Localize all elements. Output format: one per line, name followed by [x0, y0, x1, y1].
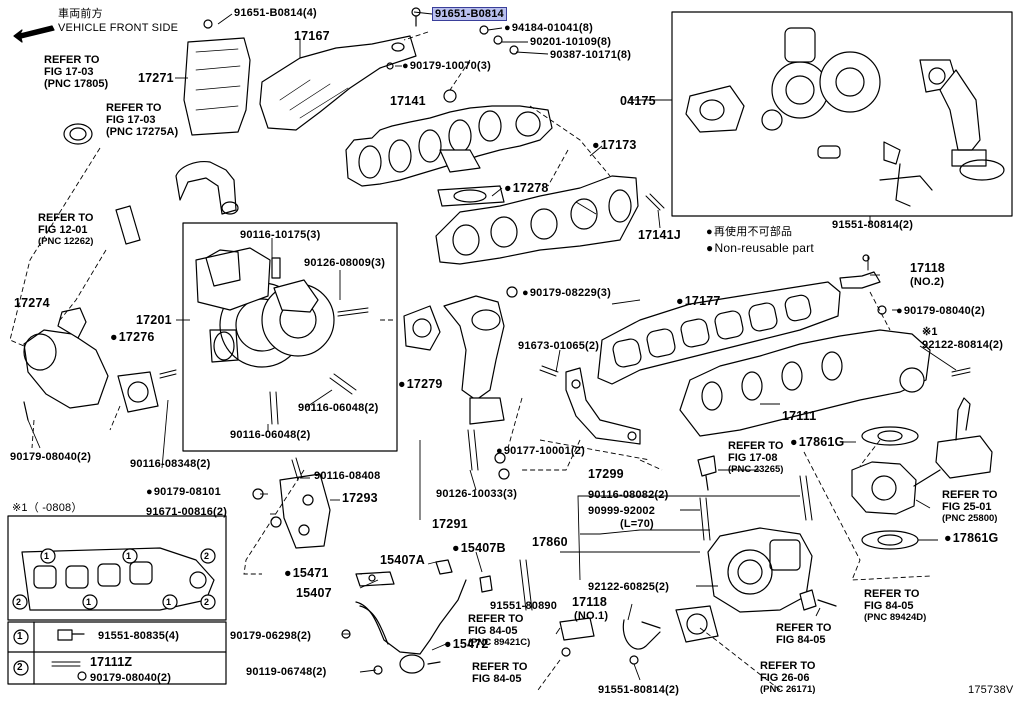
circle-number: 1 — [86, 597, 92, 607]
part-label[interactable]: 17860 — [532, 535, 568, 549]
part-label[interactable]: 17111Z — [90, 655, 133, 669]
part-label[interactable]: 92122-60825(2) — [588, 581, 670, 593]
part-label[interactable]: 91673-01065(2) — [518, 340, 600, 352]
part-label[interactable]: 17167 — [294, 29, 330, 43]
part-label[interactable]: 90179-06298(2) — [230, 630, 312, 642]
part-label[interactable]: 17279 — [398, 378, 443, 391]
part-label[interactable]: 15407B — [452, 542, 506, 555]
part-label[interactable]: 90179-08040(2) — [90, 672, 172, 684]
part-label[interactable]: 90126-08009(3) — [304, 257, 386, 269]
part-label[interactable]: 17299 — [588, 467, 624, 481]
note-title: ※1（ -0808） — [12, 502, 83, 514]
part-label[interactable]: 90179-10070(3) — [402, 60, 491, 72]
part-label[interactable]: 17118 — [572, 595, 608, 609]
part-label[interactable]: 17861G — [944, 532, 998, 545]
part-label[interactable]: 17278 — [504, 182, 549, 195]
legend-cn: 再使用不可部品 — [706, 226, 792, 238]
part-label[interactable]: 90116-08348(2) — [130, 458, 211, 470]
circle-number: 1 — [126, 551, 132, 561]
part-label[interactable]: 94184-01041(8) — [504, 22, 593, 34]
legend-en: Non-reusable part — [706, 242, 814, 254]
part-label[interactable]: 91651-B0814(4) — [234, 7, 317, 19]
part-label[interactable]: 15472 — [444, 638, 489, 651]
part-label[interactable]: 17201 — [136, 313, 172, 327]
part-label[interactable]: 17293 — [342, 491, 378, 505]
part-label[interactable]: 15407A — [380, 553, 425, 567]
part-label[interactable]: 17861G — [790, 436, 844, 449]
part-label-highlighted[interactable]: 91651-B0814 — [432, 7, 507, 21]
part-label[interactable]: 90119-06748(2) — [246, 666, 327, 678]
circle-number: 1 — [44, 551, 50, 561]
part-label[interactable]: 90177-10001(2) — [496, 445, 585, 457]
circle-number: 2 — [204, 597, 210, 607]
part-label[interactable]: 17173 — [592, 139, 637, 152]
part-label[interactable]: 90116-06048(2) — [298, 402, 379, 414]
circle-number: 2 — [16, 597, 22, 607]
circle-number: 2 — [17, 662, 23, 673]
part-label[interactable]: 90116-10175(3) — [240, 229, 321, 241]
part-label[interactable]: 17177 — [676, 295, 721, 308]
part-label[interactable]: 15471 — [284, 567, 329, 580]
part-label[interactable]: 91551-80835(4) — [98, 630, 180, 642]
part-label[interactable]: 91551-80890 — [490, 600, 558, 612]
part-label[interactable]: 17141 — [390, 94, 426, 108]
part-label[interactable]: 92122-80814(2) — [922, 339, 1004, 351]
note-mark: ※1 — [922, 326, 938, 338]
part-label[interactable]: (NO.2) — [910, 276, 945, 288]
part-label[interactable]: 17271 — [138, 71, 174, 85]
part-label[interactable]: 90201-10109(8) — [530, 36, 612, 48]
part-label[interactable]: 90179-08040(2) — [896, 305, 985, 317]
part-label[interactable]: 15407 — [296, 586, 332, 600]
front-label-en: VEHICLE FRONT SIDE — [58, 22, 179, 34]
front-arrow-icon — [13, 25, 55, 43]
part-label[interactable]: 91671-00816(2) — [146, 506, 228, 518]
circle-number: 1 — [17, 631, 23, 642]
part-label[interactable]: 17291 — [432, 517, 468, 531]
part-label[interactable]: 90179-08229(3) — [522, 287, 611, 299]
part-label[interactable]: 90999-92002 — [588, 505, 656, 517]
part-label[interactable]: 17274 — [14, 296, 50, 310]
circle-number: 2 — [204, 551, 210, 561]
part-label[interactable]: 17276 — [110, 331, 155, 344]
part-label[interactable]: 90387-10171(8) — [550, 49, 632, 61]
part-label[interactable]: 91551-80814(2) — [832, 219, 914, 231]
circle-number: 1 — [166, 597, 172, 607]
figure-number: 175738V — [968, 684, 1014, 696]
part-label[interactable]: 90179-08101 — [146, 486, 221, 498]
part-label[interactable]: 17118 — [910, 261, 946, 275]
part-label[interactable]: 17111 — [782, 409, 817, 423]
part-label[interactable]: 90126-10033(3) — [436, 488, 518, 500]
part-label[interactable]: (L=70) — [620, 518, 654, 530]
part-label[interactable]: 90116-08082(2) — [588, 489, 669, 501]
part-label[interactable]: 90179-08040(2) — [10, 451, 92, 463]
part-label[interactable]: (NO.1) — [574, 610, 609, 622]
front-label-cn: 車両前方 — [58, 8, 103, 20]
part-label[interactable]: 90116-06048(2) — [230, 429, 311, 441]
part-label[interactable]: 90116-08408 — [314, 470, 381, 482]
part-label[interactable]: 04175 — [620, 94, 656, 108]
part-label[interactable]: 17141J — [638, 228, 681, 242]
part-label[interactable]: 91551-80814(2) — [598, 684, 680, 696]
